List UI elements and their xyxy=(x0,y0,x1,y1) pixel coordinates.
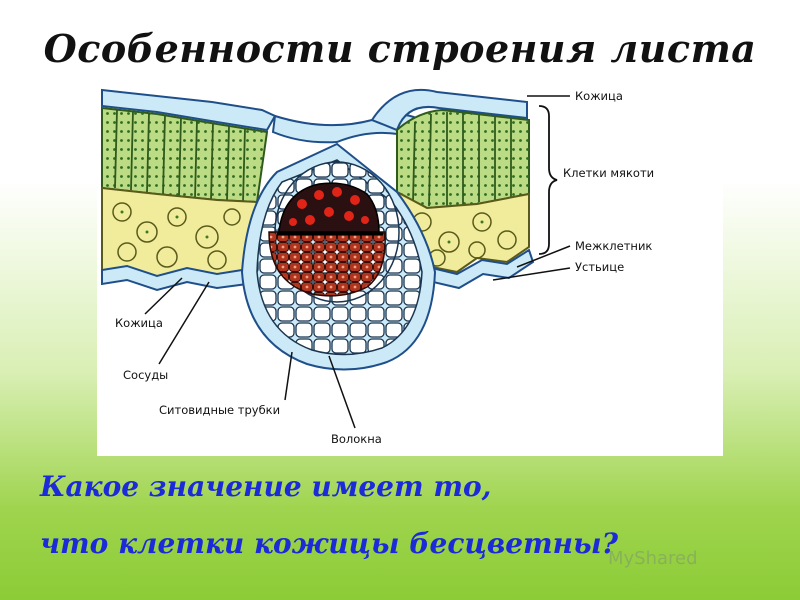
label-epidermis-top: Кожица xyxy=(575,89,623,103)
watermark: MyShared xyxy=(608,548,698,569)
lower-epidermis xyxy=(101,248,535,292)
mesophyll-bracket xyxy=(538,105,558,255)
question-line-2: что клетки кожицы бесцветны? xyxy=(40,527,618,560)
question-line-1: Какое значение имеет то, xyxy=(40,470,492,503)
label-epidermis-bottom: Кожица xyxy=(115,316,163,330)
slide-title: Особенности строения листа xyxy=(43,26,757,71)
label-vessels: Сосуды xyxy=(123,368,169,382)
leader-lines xyxy=(144,95,571,429)
vascular-bundle xyxy=(240,142,437,371)
label-intercellular-space: Межклетник xyxy=(575,239,653,253)
upper-epidermis xyxy=(101,88,528,144)
spongy-layer xyxy=(101,186,530,280)
palisade-layer xyxy=(101,106,530,210)
label-fibers: Волокна xyxy=(331,432,382,446)
leaf-diagram-svg xyxy=(101,88,571,429)
leaf-cross-section-diagram: Кожица Клетки мякоти Межклетник Устьице … xyxy=(97,82,723,456)
label-mesophyll-cells: Клетки мякоти xyxy=(563,166,655,180)
label-sieve-tubes: Ситовидные трубки xyxy=(159,403,281,417)
label-stoma: Устьице xyxy=(575,260,625,274)
phloem xyxy=(268,231,386,297)
